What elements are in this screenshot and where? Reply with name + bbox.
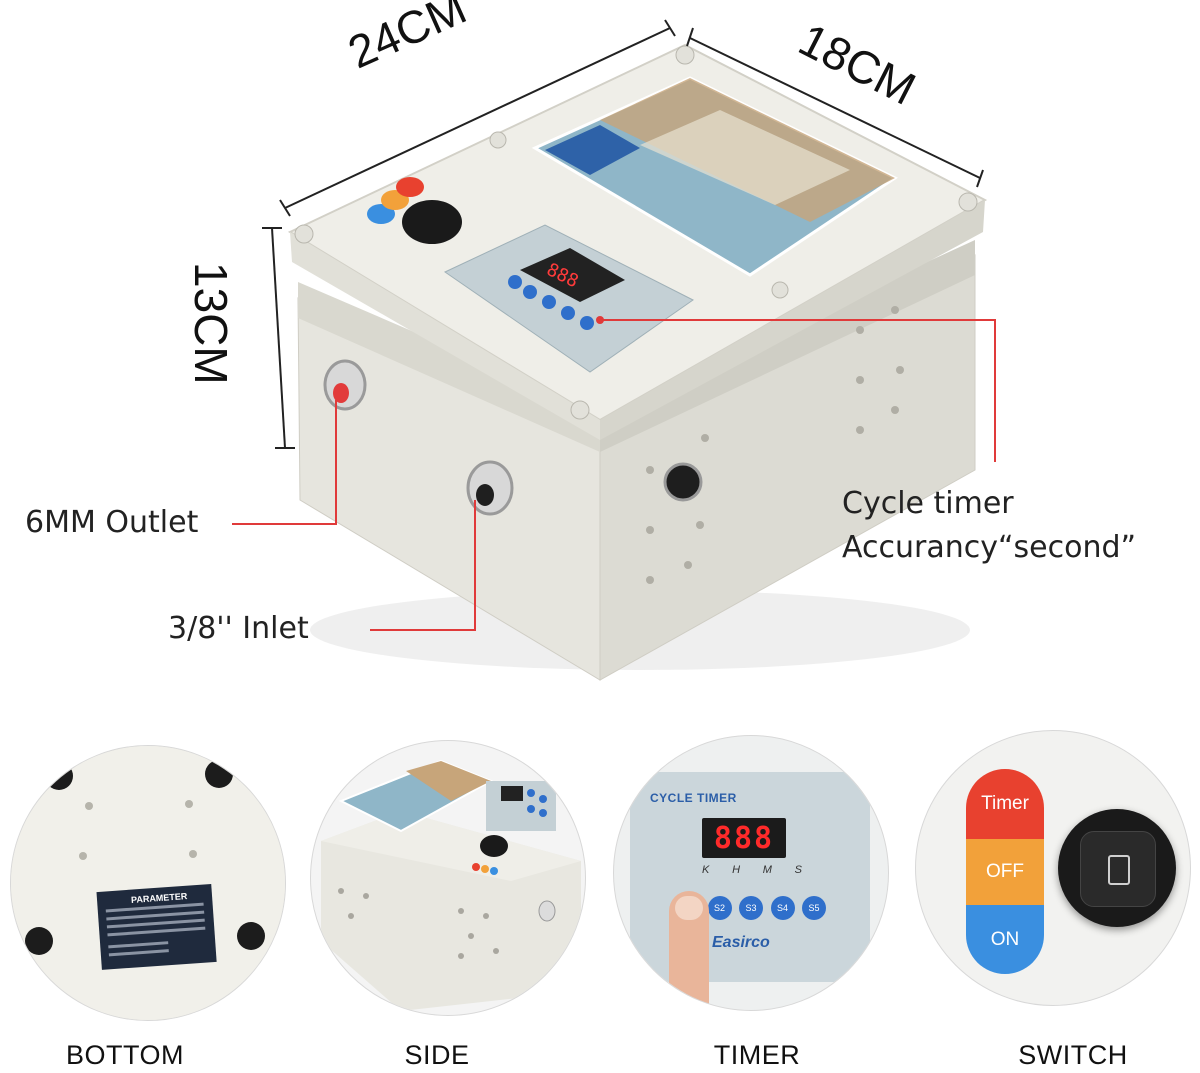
side-view-drawing xyxy=(321,759,581,1011)
switch-caption: SWITCH xyxy=(1018,1040,1128,1070)
outlet-label: 6MM Outlet xyxy=(25,505,199,540)
off-badge-label: OFF xyxy=(986,861,1024,882)
timer-badge-label: Timer xyxy=(981,793,1029,814)
outlet-callout-line xyxy=(232,400,337,525)
timer-closeup-thumbnail: CYCLE TIMER 888 K H M S S1 S2 S3 S4 S5 E… xyxy=(613,735,889,1011)
rocker-switch-closeup[interactable] xyxy=(1058,809,1176,927)
height-dimension-line xyxy=(271,227,286,449)
timer-callout-line xyxy=(600,319,996,462)
timer-label-line2: Accurancy“second” xyxy=(842,530,1137,565)
inlet-callout-line xyxy=(370,500,476,631)
timer-label-line1: Cycle timer xyxy=(842,486,1014,521)
timer-button-s2[interactable]: S2 xyxy=(707,896,732,920)
depth-dimension-line xyxy=(689,37,981,179)
bottom-view-thumbnail: PARAMETER xyxy=(10,745,286,1021)
unit-m: M xyxy=(762,864,772,876)
bottom-view-drawing xyxy=(11,746,285,1020)
timer-display: 888 xyxy=(702,818,786,858)
fingernail xyxy=(675,896,703,920)
switch-closeup-thumbnail: Timer OFF ON xyxy=(915,730,1191,1006)
rocker-symbol-icon xyxy=(1108,855,1130,885)
timer-caption: TIMER xyxy=(713,1040,801,1070)
height-label: 13CM xyxy=(185,262,237,385)
on-badge: ON xyxy=(966,905,1044,974)
timer-button-s4[interactable]: S4 xyxy=(770,896,795,920)
bottom-caption: BOTTOM xyxy=(65,1040,184,1070)
timer-panel-title: CYCLE TIMER xyxy=(650,791,737,805)
inlet-label: 3/8'' Inlet xyxy=(168,611,309,646)
timer-button-s5[interactable]: S5 xyxy=(802,896,826,920)
side-view-thumbnail xyxy=(310,740,586,1016)
unit-k: K xyxy=(702,864,710,876)
rocker-switch xyxy=(402,200,462,244)
timer-brand: Easirco xyxy=(712,934,770,951)
timer-button-row: S1 S2 S3 S4 S5 xyxy=(676,896,826,920)
timer-unit-row: K H M S xyxy=(702,864,802,876)
on-badge-label: ON xyxy=(990,928,1020,950)
width-dimension-line xyxy=(284,27,671,209)
inlet-fitting xyxy=(466,460,514,516)
off-badge: OFF xyxy=(966,839,1044,905)
outlet-fitting xyxy=(323,359,367,411)
timer-button-s3[interactable]: S3 xyxy=(739,896,763,920)
side-caption: SIDE xyxy=(404,1040,470,1070)
switch-badge-stack: Timer OFF ON xyxy=(966,769,1044,974)
timer-badge: Timer xyxy=(966,769,1044,839)
lid-timer-panel xyxy=(443,224,694,373)
unit-h: H xyxy=(732,864,741,876)
timer-display-digits: 888 xyxy=(713,820,775,856)
product-illustration: 888 xyxy=(232,19,996,681)
unit-s: S xyxy=(794,864,802,876)
rocker-paddle xyxy=(1080,831,1156,907)
